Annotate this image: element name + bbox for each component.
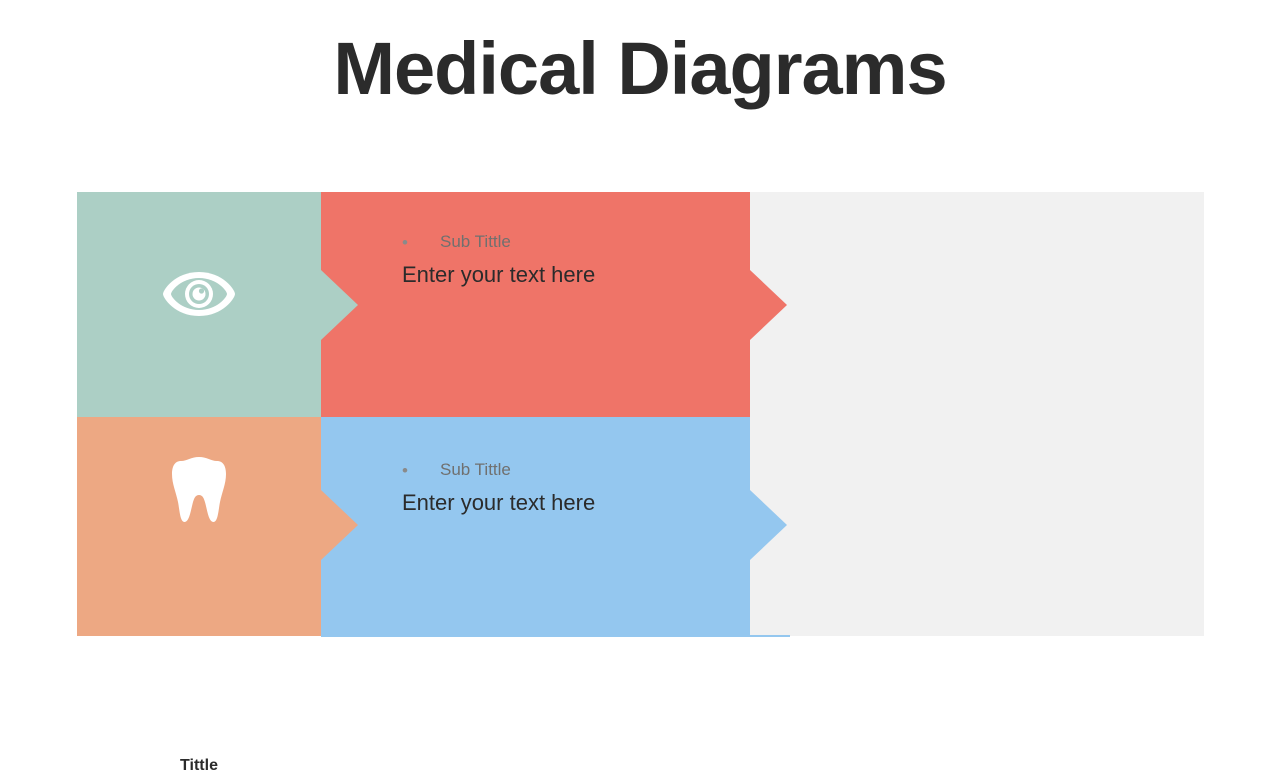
bullet-icon-row2: • [402,460,408,480]
chevron-right-icon-row2-inner [321,490,358,560]
text-block-row2: • Sub Tittle Enter your text here [402,460,782,516]
backdrop-panel [750,192,1204,636]
medical-diagram: Tittle • Sub Tittle Enter your text here… [77,192,1204,774]
text-block-row1: • Sub Tittle Enter your text here [402,232,782,288]
chevron-right-icon-row2-outer [750,490,787,560]
sub-title-row2[interactable]: Sub Tittle [440,460,511,479]
eye-icon [77,270,321,323]
tooth-icon [77,454,321,531]
panel-underline-divider [321,635,790,637]
body-text-row2[interactable]: Enter your text here [402,490,596,515]
icon-panel-tooth[interactable] [77,417,321,636]
page-title: Medical Diagrams [333,27,947,110]
bullet-icon-row1: • [402,232,408,252]
sub-title-row-row1: • Sub Tittle [402,232,782,252]
content-panel-red[interactable] [321,192,750,417]
sub-title-row1[interactable]: Sub Tittle [440,232,511,251]
chevron-right-icon-row1-inner [321,270,358,340]
body-text-row1[interactable]: Enter your text here [402,262,596,287]
icon-label-tooth: Tittle [180,757,218,774]
content-panel-blue[interactable] [321,417,750,636]
chevron-right-icon-row1-outer [750,270,787,340]
sub-title-row-row2: • Sub Tittle [402,460,782,480]
